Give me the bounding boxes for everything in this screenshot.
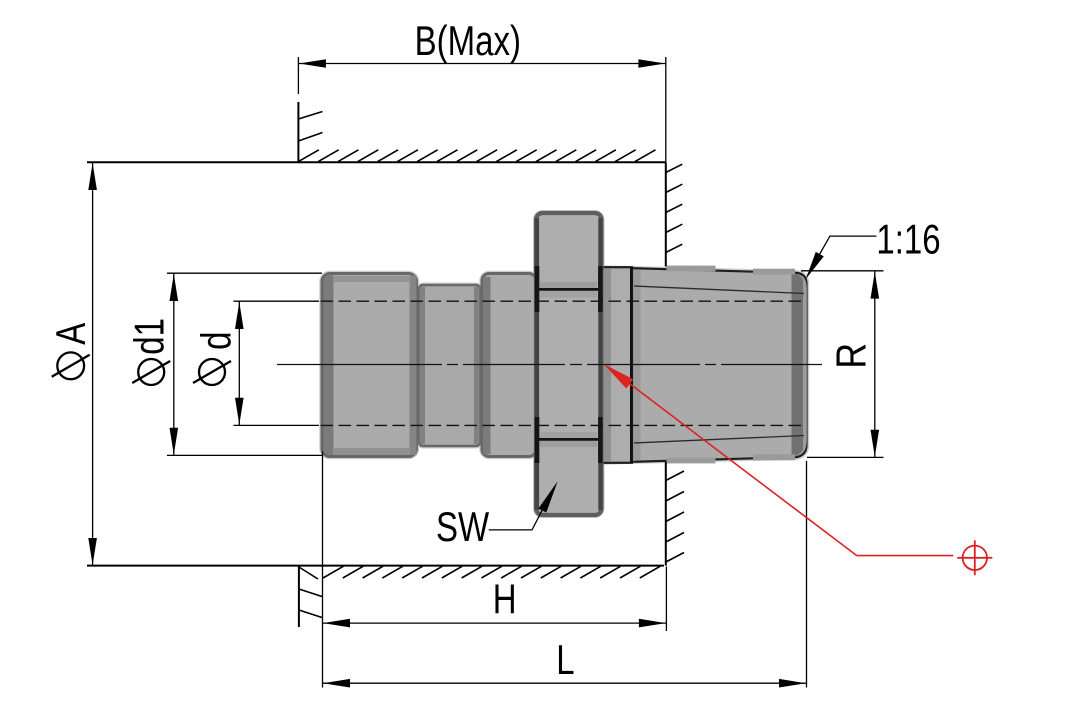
svg-text:1:16: 1:16 xyxy=(876,216,940,262)
svg-text:d1: d1 xyxy=(126,318,172,355)
svg-text:H: H xyxy=(493,576,517,622)
svg-text:d: d xyxy=(193,332,239,350)
svg-text:SW: SW xyxy=(436,503,490,549)
svg-text:L: L xyxy=(556,636,574,682)
svg-text:B(Max): B(Max) xyxy=(415,18,521,64)
svg-text:A: A xyxy=(47,323,93,345)
svg-text:R: R xyxy=(829,343,875,369)
